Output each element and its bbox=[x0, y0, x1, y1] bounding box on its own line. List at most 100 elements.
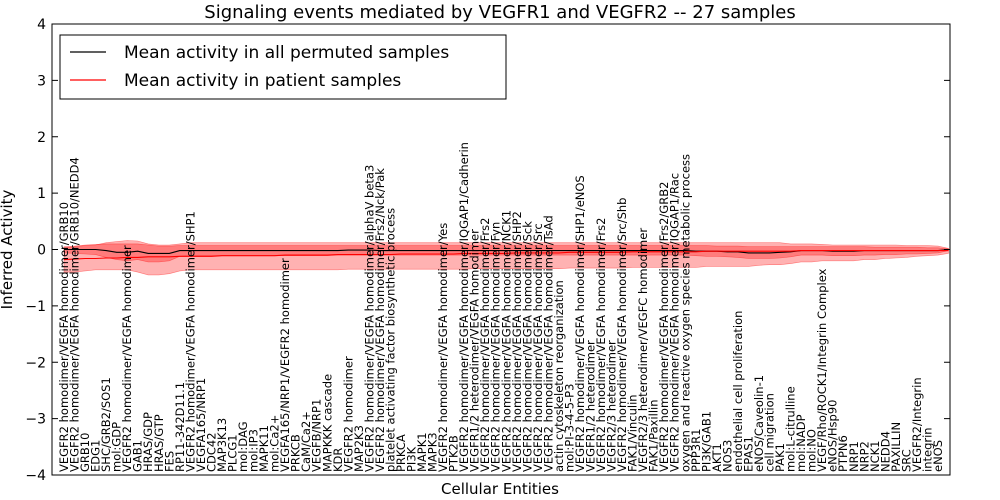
entity-label: cell migration bbox=[763, 393, 777, 472]
entity-label: VEGFR2 homodimer/VEGFA homodimer/SHP1/eN… bbox=[573, 175, 587, 472]
entity-label: mol:PI-3-4-5-P3 bbox=[562, 384, 576, 472]
y-tick-label: 4 bbox=[37, 17, 46, 33]
x-axis-title: Cellular Entities bbox=[441, 480, 559, 498]
confidence-band-0 bbox=[63, 240, 949, 276]
entity-label: GAB1 bbox=[131, 440, 145, 472]
entity-label: VEGFR2 homodimer/VEGFA homodimer/Frs2 bbox=[594, 218, 608, 472]
y-tick-label: 3 bbox=[37, 73, 46, 89]
y-tick-label: −3 bbox=[25, 412, 46, 428]
legend-box bbox=[59, 34, 507, 100]
entity-label: SHC/GRB2/SOS1 bbox=[99, 377, 113, 472]
entity-label: RP11-342D11.1 bbox=[173, 382, 187, 472]
entity-label: VEGFR2 homodimer/VEGFA homodimer/SHP2 bbox=[510, 211, 524, 472]
y-tick-label: 1 bbox=[37, 186, 46, 202]
entity-label: VEGFR2 homodimer bbox=[341, 356, 355, 472]
entity-label: MAP3K13 bbox=[215, 418, 229, 472]
entity-label: VEGFR2 homodimer/VEGFA homodimer/Frs2/GR… bbox=[657, 182, 671, 472]
entity-label: endothelial cell proliferation bbox=[731, 311, 745, 472]
entity-label: NOS3 bbox=[720, 440, 734, 472]
entity-label: NRP1 bbox=[847, 441, 861, 472]
entity-label: VEGFR2 homodimer/VEGFA homodimer bbox=[120, 245, 134, 472]
entity-label: NEDD4 bbox=[878, 431, 892, 472]
entity-label: VEGFR2 homodimer/VEGFA homodimer/NCK1 bbox=[499, 210, 513, 472]
y-tick-label: −4 bbox=[25, 468, 46, 484]
entity-label: PTPN6 bbox=[836, 435, 850, 472]
entity-label: CaM/Ca2+ bbox=[299, 411, 313, 472]
entity-label: VEGFA165/NRP1/VEGFR2 homodimer bbox=[278, 258, 292, 472]
entity-label: eNOS bbox=[931, 440, 945, 472]
entity-label: PAK1 bbox=[773, 443, 787, 472]
y-axis-title: Inferred Activity bbox=[0, 189, 16, 309]
entity-label: VEGFR1/2 heterodimer/VEGFA homodimer bbox=[468, 229, 482, 472]
entity-label: NCK1 bbox=[868, 441, 882, 473]
entity-label: CDC42 bbox=[204, 432, 218, 472]
entity-label: VEGFR2 homodimer/VEGFA homodimer/IQGAP1/… bbox=[668, 173, 682, 472]
y-tick-label: 2 bbox=[37, 130, 46, 146]
entity-labels: VEGFR2 homodimer/VEGFA homodimer/GRB10VE… bbox=[57, 142, 945, 472]
entity-label: VEGFR2 homodimer/VEGFA homodimer/Yes bbox=[436, 223, 450, 472]
entity-label: VEGFR2/3 heterodimer/VEGFC homodimer bbox=[636, 228, 650, 472]
chart-title: Signaling events mediated by VEGFR1 and … bbox=[204, 2, 795, 23]
series-line-1 bbox=[63, 250, 949, 261]
entity-label: PTK2B bbox=[447, 435, 461, 472]
entity-label: PI3K/GAB1 bbox=[699, 411, 713, 472]
entity-label: eNOS/Caveolin-1 bbox=[752, 375, 766, 472]
y-tick-label: 0 bbox=[37, 243, 46, 259]
entity-label: PLCG1 bbox=[226, 434, 240, 472]
entity-label: VEGFR2 homodimer/VEGFA homodimer/TsAd bbox=[541, 215, 555, 472]
legend-label-0: Mean activity in all permuted samples bbox=[124, 43, 449, 63]
entity-label: GRB10 bbox=[78, 433, 92, 472]
entity-label: KDR bbox=[331, 448, 345, 472]
entity-label: mol:NADP bbox=[794, 414, 808, 472]
entity-label: mol:DAG bbox=[236, 421, 250, 472]
entity-label: VEGF/Rho/ROCK1/Integrin Complex bbox=[815, 268, 829, 472]
entity-label: VEGFR2 homodimer/VEGFA homodimer/Frs2/Nc… bbox=[373, 168, 387, 472]
entity-label: FES bbox=[162, 451, 176, 472]
entity-label: EDG1 bbox=[89, 440, 103, 472]
entity-label: HRAS/GDP bbox=[141, 412, 155, 472]
entity-label: mol:NO bbox=[805, 429, 819, 472]
entity-label: MAPKKK cascade bbox=[320, 374, 334, 472]
entity-label: mol:IP3 bbox=[247, 429, 261, 472]
entity-label: EPAS1 bbox=[742, 436, 756, 472]
entity-label: platelet activating factor biosynthetic … bbox=[383, 208, 397, 472]
entity-label: MAPK1 bbox=[415, 432, 429, 472]
entity-label: VEGFR2 homodimer/VEGFA homodimer/Fyn bbox=[489, 222, 503, 472]
entity-label: PRKCA bbox=[394, 434, 408, 472]
entity-label: VEGFA165/NRP1 bbox=[194, 378, 208, 472]
entity-label: VEGFR2 homodimer/VEGFA homodimer/IQGAP1/… bbox=[457, 142, 471, 472]
entity-label: VEGFR2 homodimer/VEGFA homodimer/GRB10/N… bbox=[68, 157, 82, 472]
entity-label: VEGFR1/2 heterodimer bbox=[584, 340, 598, 472]
entity-label: FAK1/Vinculin bbox=[626, 394, 640, 472]
entity-label: SRC bbox=[899, 449, 913, 472]
entity-label: VEGFR2 homodimer/VEGFA homodimer/GRB10 bbox=[57, 202, 71, 472]
series-lines bbox=[63, 248, 949, 261]
entity-label: VEGFR2 homodimer/VEGFA homodimer/Src bbox=[531, 223, 545, 472]
entity-label: PAXILLIN bbox=[889, 422, 903, 472]
entity-label: VEGFR2 homodimer/VEGFA homodimer/Sck bbox=[520, 221, 534, 472]
entity-label: VEGFR2 homodimer/VEGFA homodimer/Src/Shb bbox=[615, 198, 629, 472]
y-tick-label: −2 bbox=[25, 355, 46, 371]
entity-label: VEGFR2 homodimer/VEGFA homodimer/Frs2 bbox=[478, 218, 492, 472]
entity-label: HRAS/GTP bbox=[152, 414, 166, 472]
entity-label: actin cytoskeleton reorganization bbox=[552, 280, 566, 472]
entity-label: MAPK11 bbox=[257, 425, 271, 472]
entity-label: oxygen and reactive oxygen species metab… bbox=[678, 154, 692, 472]
entity-label: integrin bbox=[921, 427, 935, 472]
entity-label: PI3K bbox=[405, 446, 419, 472]
entity-label: mol:Ca2+ bbox=[268, 415, 282, 472]
legend-label-1: Mean activity in patient samples bbox=[124, 71, 401, 91]
entity-label: VEGFR2/Integrin bbox=[910, 377, 924, 472]
entity-label: mol:GDP bbox=[110, 422, 124, 472]
legend: Mean activity in all permuted samplesMea… bbox=[59, 34, 507, 100]
entity-label: eNOS/Hsp90 bbox=[826, 400, 840, 472]
entity-label: VEGFR2 homodimer/VEGFA homodimer/SHP1 bbox=[183, 211, 197, 472]
entity-label: VEGFB/NRP1 bbox=[310, 399, 324, 472]
entity-label: MAPK3 bbox=[426, 432, 440, 472]
entity-label: PPP3R1 bbox=[689, 429, 703, 472]
entity-label: VEGFR2 homodimer/VEGFA homodimer/alphaV … bbox=[362, 165, 376, 472]
entity-label: VEGFR2/3 heterodimer bbox=[605, 340, 619, 472]
entity-label: MAP2K3 bbox=[352, 425, 366, 472]
